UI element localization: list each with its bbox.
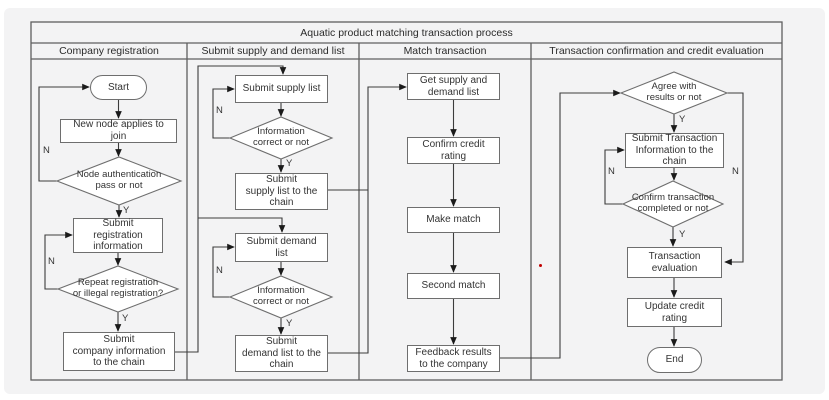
node-transaction-evaluation: Transaction evaluation [627,247,722,278]
node-make-match: Make match [407,207,500,233]
edge-label-no: N [48,256,55,267]
decision-shapes [55,71,729,319]
swimlane-header-transaction-confirmation: Transaction confirmation and credit eval… [549,45,764,57]
swimlane-header-submit-supply-demand: Submit supply and demand list [201,45,345,57]
decision-info-correct-supply-shape [228,116,334,160]
node-update-credit-rating: Update credit rating [627,298,722,327]
node-end: End [647,347,702,373]
diagram-title: Aquatic product matching transaction pro… [300,26,513,39]
decision-repeat-registration-shape [56,265,180,313]
node-submit-supply-list: Submit supply list [235,75,328,103]
edge-label-yes: Y [123,205,130,216]
decision-confirm-transaction-shape [621,180,725,228]
node-second-match: Second match [407,273,500,299]
node-get-supply-demand-list: Get supply and demand list [407,73,500,100]
swimlane-header-company-registration: Company registration [59,45,159,57]
node-start: Start [90,75,147,100]
edge-label-no: N [43,145,50,156]
node-company-info-chain: Submit company information to the chain [63,332,175,371]
edge-label-no: N [216,265,223,276]
node-supply-list-chain: Submit supply list to the chain [235,173,328,210]
edge-label-yes: Y [679,114,686,125]
edge-label-no: N [216,105,223,116]
node-submit-demand-list: Submit demand list [235,233,328,262]
stray-red-dot [539,264,542,267]
decision-info-correct-demand-shape [228,275,334,319]
swimlane-grid [30,21,783,381]
edge-label-yes: Y [286,158,293,169]
decision-agree-results-shape [619,71,729,115]
node-demand-list-chain: Submit demand list to the chain [235,335,328,372]
node-submit-transaction-chain: Submit Transaction Information to the ch… [625,133,724,168]
node-confirm-credit-rating: Confirm credit rating [407,137,500,164]
node-new-node-applies: New node applies to join [60,119,177,143]
edge-label-no: N [732,166,739,177]
edge-label-no: N [608,166,615,177]
decision-node-authentication-shape [55,156,183,206]
node-feedback-results: Feedback results to the company [407,345,500,372]
edge-label-yes: Y [122,313,129,324]
edge-label-yes: Y [286,318,293,329]
swimlane-header-match-transaction: Match transaction [403,45,487,57]
edge-label-yes: Y [679,229,686,240]
node-submit-registration: Submit registration information [73,218,163,253]
flow-connectors [38,65,744,359]
